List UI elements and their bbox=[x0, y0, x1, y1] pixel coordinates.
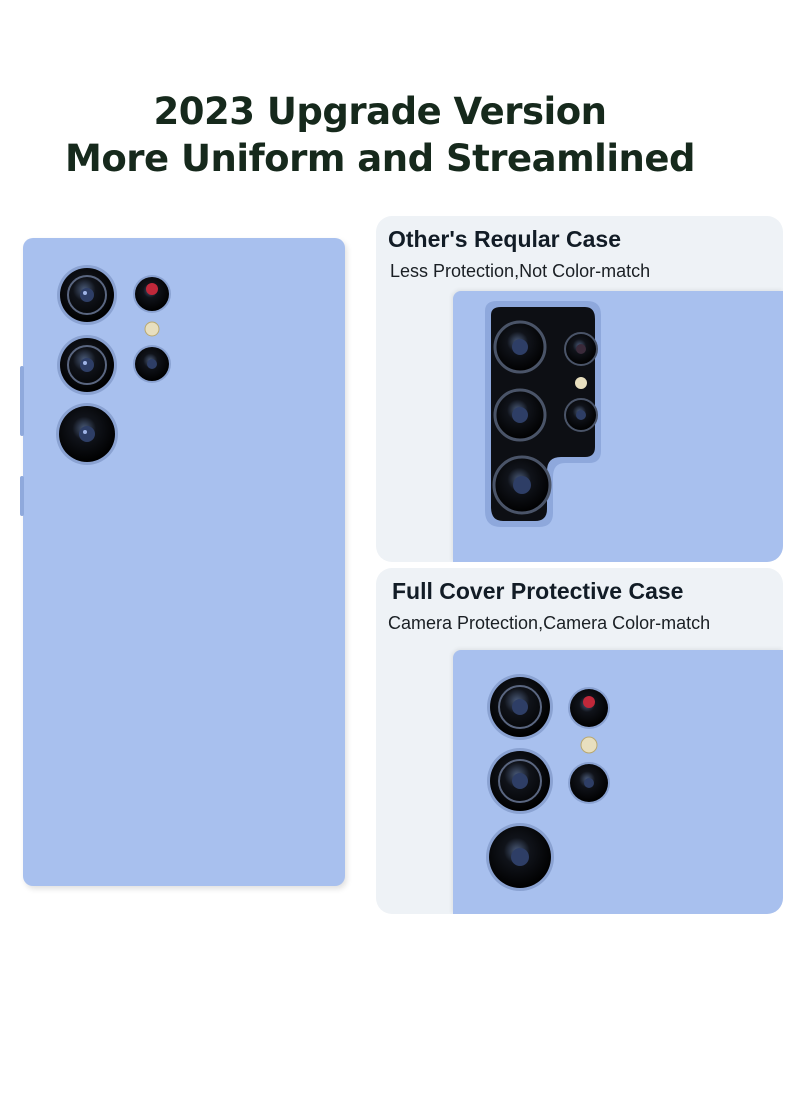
side-button bbox=[20, 366, 24, 436]
panel-subtitle: Camera Protection,Camera Color-match bbox=[388, 613, 711, 633]
headline: 2023 Upgrade Version More Uniform and St… bbox=[0, 88, 760, 182]
covered-camera-icon bbox=[486, 674, 610, 891]
panel-title: Other's Reqular Case bbox=[388, 226, 621, 252]
panel-title: Full Cover Protective Case bbox=[392, 578, 684, 604]
phone-case-back bbox=[20, 238, 345, 886]
panel-subtitle: Less Protection,Not Color-match bbox=[390, 261, 651, 281]
regular-case-closeup bbox=[453, 291, 783, 562]
comparison-panel-full-cover: Full Cover Protective Case Camera Protec… bbox=[376, 568, 783, 914]
exposed-camera-icon bbox=[485, 301, 601, 527]
headline-line-2: More Uniform and Streamlined bbox=[65, 137, 695, 180]
camera-module-icon bbox=[56, 265, 171, 465]
headline-line-1: 2023 Upgrade Version bbox=[153, 90, 607, 133]
side-button bbox=[20, 476, 24, 516]
full-cover-case-closeup bbox=[453, 650, 783, 914]
comparison-panel-regular: Other's Reqular Case Less Protection,Not… bbox=[376, 216, 783, 562]
